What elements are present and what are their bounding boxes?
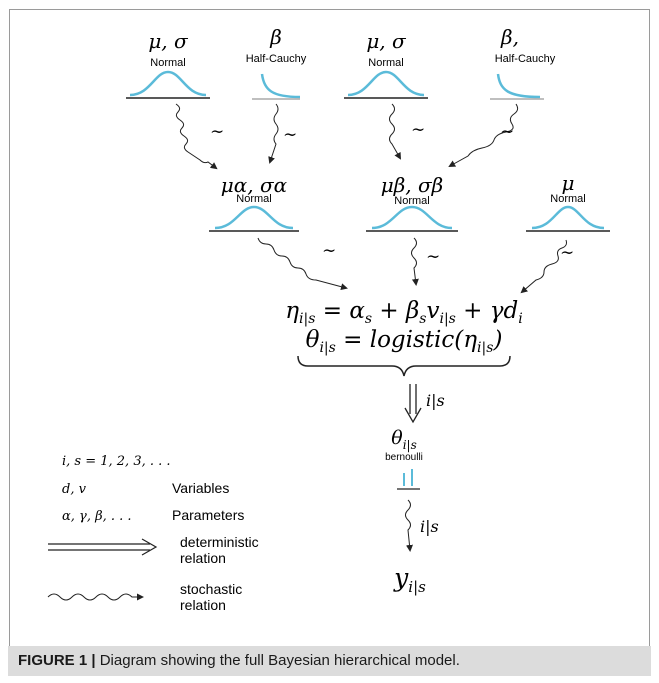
normal-curve-icon — [347, 70, 425, 97]
legend-text-stochastic-2: relation — [180, 597, 226, 613]
figure-frame — [9, 9, 650, 674]
tilde-label: ∼ — [560, 243, 574, 263]
caption-text: Diagram showing the full Bayesian hierar… — [95, 652, 460, 669]
half-cauchy-curve-icon — [496, 73, 541, 99]
tilde-label: ∼ — [500, 122, 514, 142]
stochastic-arrow-output — [405, 499, 413, 552]
tilde-label: ∼ — [411, 120, 425, 140]
prior-node-4: β, Half-Cauchy — [490, 25, 556, 100]
legend-text-stochastic: stochastic — [180, 581, 242, 597]
hyper-symbol-3: μ — [562, 171, 575, 195]
prior-node-2: β Half-Cauchy — [246, 25, 307, 100]
legend-symbol-parameters: α, γ, β, . . . — [62, 509, 132, 524]
theta-node: θi|s bernoulli — [385, 427, 423, 490]
normal-curve-icon — [129, 70, 207, 97]
underbrace — [297, 355, 511, 377]
hyper-dist-3: Normal — [550, 193, 585, 205]
legend-symbol-variables: d, v — [62, 482, 87, 497]
prior-dist-1: Normal — [150, 57, 185, 69]
hyper-dist-1: Normal — [236, 193, 271, 205]
prior-symbol-2: β — [269, 25, 282, 49]
stochastic-arrows-top — [175, 103, 519, 170]
tilde-label: ∼ — [210, 122, 224, 142]
tilde-label: ∼ — [283, 125, 297, 145]
equation-line-1: ηi|s = αs + βsvi|s + γdi — [285, 298, 522, 327]
normal-curve-icon — [371, 205, 453, 230]
prior-symbol-4: β, — [500, 25, 519, 49]
half-cauchy-curve-icon — [260, 73, 301, 99]
hyper-dist-2: Normal — [394, 195, 429, 207]
prior-dist-3: Normal — [368, 57, 403, 69]
theta-dist: bernoulli — [385, 452, 423, 463]
prior-symbol-1: μ, σ — [148, 29, 189, 53]
prior-dist-2: Half-Cauchy — [246, 53, 307, 65]
hyper-node-1: μα, σα Normal — [209, 173, 299, 232]
caption-prefix: FIGURE 1 | — [18, 652, 96, 669]
prior-node-1: μ, σ Normal — [126, 29, 210, 99]
tilde-label: ∼ — [322, 241, 336, 261]
hyper-node-3: μ Normal — [526, 171, 610, 232]
legend-text-parameters: Parameters — [172, 507, 244, 523]
stochastic-arrows-middle — [257, 237, 567, 294]
output-node: yi|s — [393, 563, 426, 596]
prior-node-3: μ, σ Normal — [344, 29, 428, 99]
legend-text-deterministic: deterministic — [180, 534, 259, 550]
hyper-symbol-2: μβ, σβ — [381, 173, 444, 197]
legend-text-variables: Variables — [172, 480, 229, 496]
tilde-label: ∼ — [426, 247, 440, 267]
figure-caption: FIGURE 1 | Diagram showing the full Baye… — [8, 646, 651, 676]
normal-curve-icon — [531, 205, 605, 230]
deterministic-arrow — [404, 384, 422, 424]
hyper-symbol-1: μα, σα — [221, 173, 288, 197]
theta-symbol: θi|s — [391, 427, 417, 452]
legend-text-deterministic-2: relation — [180, 550, 226, 566]
deterministic-legend-icon — [48, 538, 158, 556]
deterministic-index-label: i|s — [426, 391, 445, 410]
prior-dist-4: Half-Cauchy — [495, 53, 556, 65]
hyper-node-2: μβ, σβ Normal — [366, 173, 458, 232]
normal-curve-icon — [214, 205, 294, 230]
stochastic-legend-icon — [47, 593, 144, 601]
equation-line-2: θi|s = logistic(ηi|s) — [306, 327, 503, 356]
legend-index-def: i, s = 1, 2, 3, . . . — [62, 454, 171, 469]
prior-symbol-3: μ, σ — [366, 29, 407, 53]
stochastic-index-label: i|s — [420, 517, 439, 536]
legend: i, s = 1, 2, 3, . . . d, v Variables α, … — [47, 454, 259, 613]
